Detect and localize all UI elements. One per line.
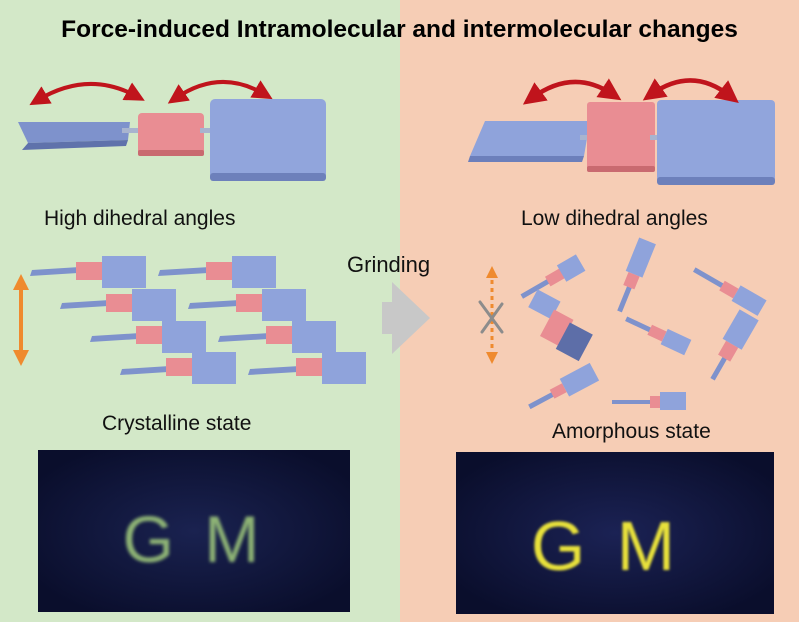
crystal-packing [30, 256, 366, 384]
rotation-arrow-left-2 [167, 80, 273, 104]
twisted-molecule [18, 99, 326, 181]
crystalline-emission-photo: G M [38, 450, 350, 612]
process-arrow [382, 282, 430, 354]
photo-letters: G M [123, 502, 266, 576]
photo-image: G M [38, 450, 350, 612]
amorphous-emission-photo: G M [456, 452, 774, 614]
rotation-arrow-right-1 [522, 78, 622, 105]
high-dihedral-label: High dihedral angles [44, 207, 236, 230]
process-label: Grinding [347, 252, 431, 277]
crystalline-state-label: Crystalline state [102, 412, 252, 435]
amorphous-state-label: Amorphous state [552, 420, 711, 443]
photo-letters: G M [531, 507, 681, 585]
rotation-arrow-right-2 [642, 78, 739, 103]
low-dihedral-label: Low dihedral angles [521, 207, 708, 230]
figure-title: Force-induced Intramolecular and intermo… [61, 16, 738, 43]
amorphous-packing [520, 237, 767, 410]
cross-mark-icon [478, 300, 504, 334]
rotation-arrow-left-1 [29, 81, 145, 106]
planar-molecule [468, 100, 775, 185]
photo-image: G M [456, 452, 774, 614]
